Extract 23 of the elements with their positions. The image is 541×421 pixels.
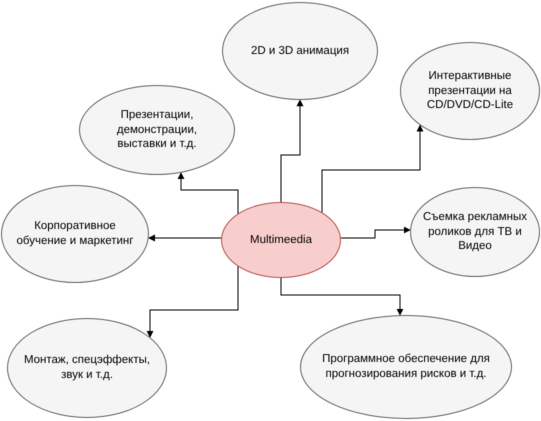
arrow: [148, 234, 222, 242]
node-label: Презентации, демонстрации, выставки и т.д.: [116, 108, 198, 152]
arrow: [178, 172, 238, 214]
ellipse-node: [221, 202, 341, 278]
node-label: Монтаж, спецэффекты, звук и т.д.: [22, 353, 152, 383]
node-label: Съемка рекламных роликов для ТВ и Видео: [422, 210, 528, 254]
arrow: [280, 99, 304, 202]
node-label: 2D и 3D анимация: [250, 44, 350, 58]
ellipse-node: [400, 42, 540, 140]
ellipse-node: [300, 315, 512, 419]
arrow: [340, 226, 411, 238]
node-label: Multimeedia: [250, 232, 312, 248]
node-label: Корпоративное обучение и маркетинг: [16, 219, 134, 249]
ellipse-node: [1, 185, 149, 283]
ellipse-node: [410, 187, 540, 277]
arrow: [280, 278, 404, 316]
node-label: Интерактивные презентации на CD/DVD/CD-Lite: [426, 68, 514, 114]
arrow: [146, 266, 238, 338]
arrow: [322, 124, 424, 213]
ellipse-node: [222, 2, 378, 100]
ellipse-node: [79, 85, 235, 175]
ellipse-node: [7, 318, 167, 418]
node-label: Программное обеспечение для прогнозирования рисков и т.д.: [321, 352, 491, 382]
